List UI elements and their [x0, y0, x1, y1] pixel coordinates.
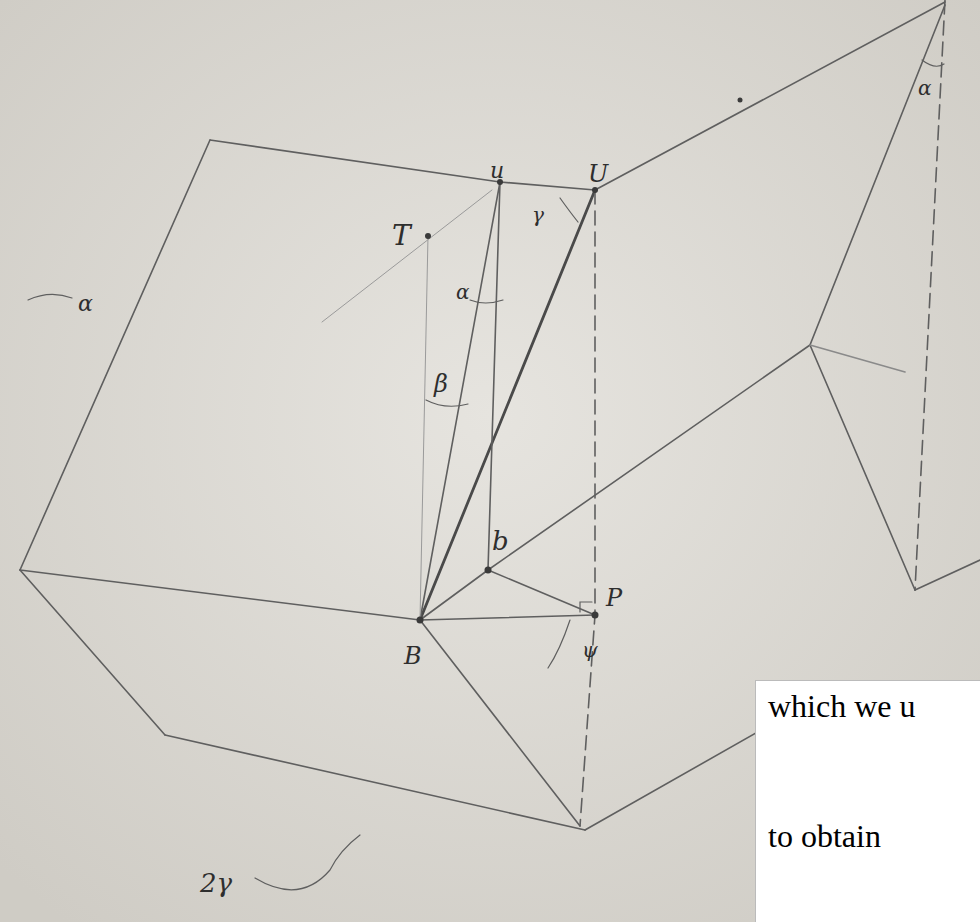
point-label: P — [606, 586, 622, 610]
angle-label: 2γ — [200, 870, 232, 896]
angle-label: β — [434, 372, 448, 396]
angle-label: ψ — [582, 640, 598, 660]
point-label: u — [490, 160, 504, 182]
paper-text: to obtain — [768, 820, 881, 852]
angle-label: γ — [532, 205, 544, 225]
point-dots — [417, 98, 743, 624]
angle-label: α — [78, 293, 93, 315]
point-label: B — [404, 644, 422, 668]
point-label: T — [392, 222, 411, 250]
point-label: b — [492, 528, 509, 554]
angle-label: α — [918, 78, 932, 98]
paper-text: which we u — [768, 690, 916, 722]
angle-label: α — [456, 282, 470, 302]
point-label: U — [588, 162, 608, 186]
